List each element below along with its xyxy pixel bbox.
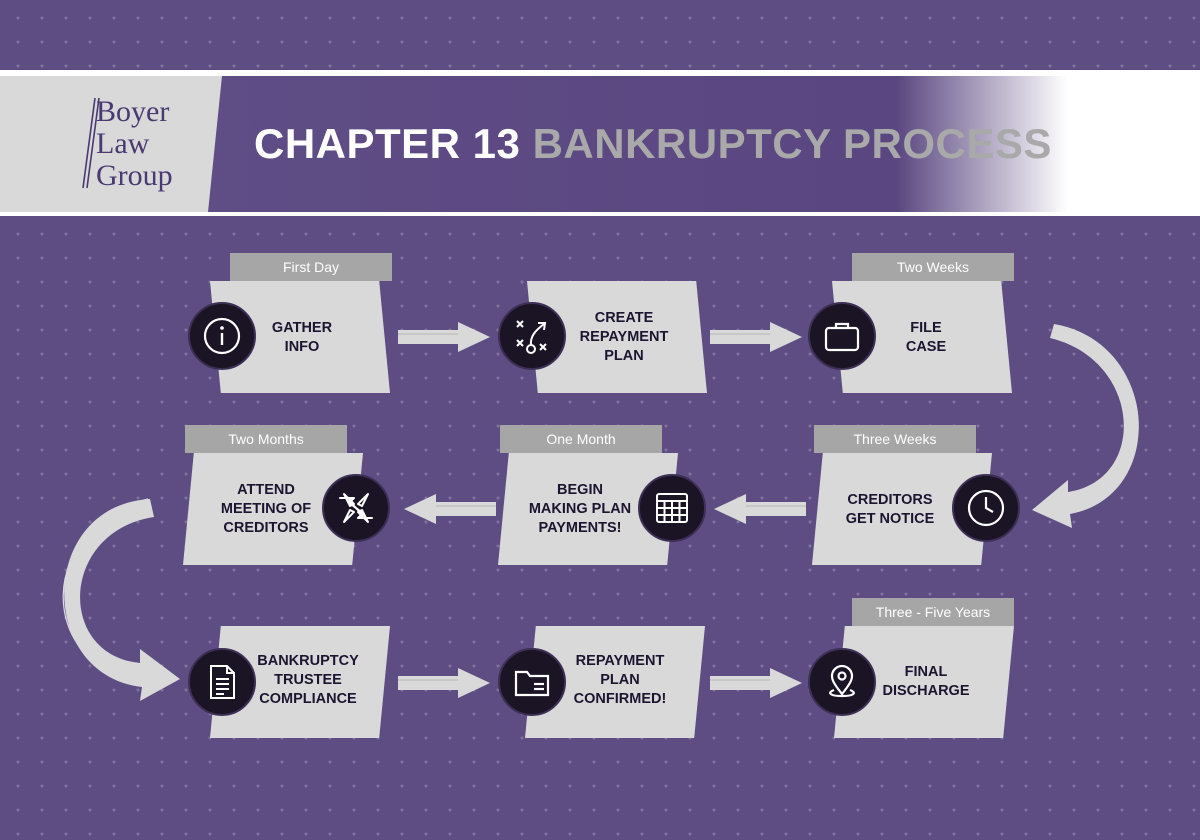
title-part-2: BANKRUPTCY PROCESS <box>532 120 1052 167</box>
step-tab: First Day <box>230 253 392 281</box>
step-label: BANKRUPTCY TRUSTEE COMPLIANCE <box>257 653 359 707</box>
calendar-icon <box>638 474 706 542</box>
title-panel <box>208 76 1068 212</box>
flow-curve-3-4 <box>1032 324 1139 528</box>
step-tab: Three - Five Years <box>852 598 1014 626</box>
meeting-arrows-icon <box>322 474 390 542</box>
step-label: CREATE REPAYMENT PLAN <box>579 310 669 364</box>
flow-arrow-5-6 <box>404 494 496 524</box>
flow-arrow-1-2 <box>398 322 490 352</box>
logo-line-3: Group <box>96 159 173 192</box>
step-label: BEGIN MAKING PLAN PAYMENTS! <box>528 482 632 536</box>
logo-panel <box>0 76 228 212</box>
location-pin-icon <box>808 648 876 716</box>
step-tab: Three Weeks <box>814 425 976 453</box>
folder-icon <box>498 648 566 716</box>
title-part-1: CHAPTER 13 <box>254 120 521 167</box>
flow-arrow-4-5 <box>714 494 806 524</box>
flow-curve-6-7 <box>62 498 180 701</box>
step-label: FILE CASE <box>905 320 947 355</box>
step-label: GATHER INFO <box>271 320 333 355</box>
flow-arrow-2-3 <box>710 322 802 352</box>
briefcase-icon <box>808 302 876 370</box>
boyer-law-group-logo: Boyer Law Group <box>80 96 200 196</box>
document-icon <box>188 648 256 716</box>
clock-icon <box>952 474 1020 542</box>
step-tab: Two Months <box>185 425 347 453</box>
step-label: CREDITORS GET NOTICE <box>845 492 935 527</box>
logo-line-2: Law <box>96 127 150 160</box>
step-tab: Two Weeks <box>852 253 1014 281</box>
step-label: REPAYMENT PLAN CONFIRMED! <box>573 653 667 707</box>
step-label: ATTEND MEETING OF CREDITORS <box>220 482 312 536</box>
logo-line-1: Boyer <box>96 95 170 128</box>
flow-arrow-8-9 <box>710 668 802 698</box>
flow-arrow-7-8 <box>398 668 490 698</box>
page-title: CHAPTER 13 BANKRUPTCY PROCESS <box>254 120 1052 170</box>
info-icon <box>188 302 256 370</box>
logo-text: Boyer Law Group <box>96 96 173 192</box>
strategy-play-icon <box>498 302 566 370</box>
logo-slash-icon <box>82 97 100 189</box>
step-tab: One Month <box>500 425 662 453</box>
step-label: FINAL DISCHARGE <box>882 664 970 699</box>
